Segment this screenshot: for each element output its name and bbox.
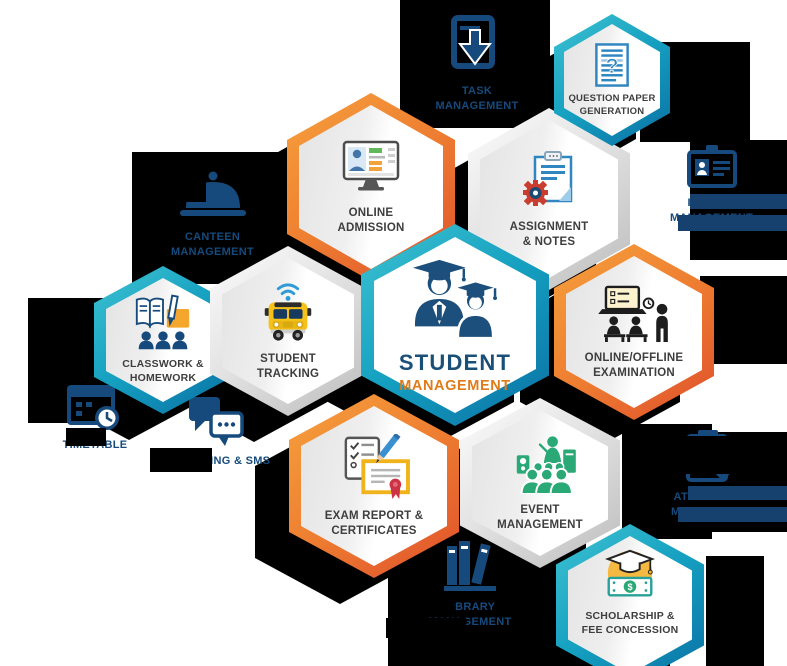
- examination-icon: [598, 285, 668, 342]
- shadow-artifact: [678, 507, 787, 522]
- shadow-artifact: [398, 596, 454, 616]
- shadow-blob: [706, 556, 764, 666]
- peripheral-messaging-sms: MESSAGING & SMS: [148, 394, 283, 469]
- peripheral-task-management: TASK MANAGEMENT: [410, 14, 544, 114]
- peripheral-label: TASK MANAGEMENT: [435, 85, 519, 112]
- timetable-icon: [67, 385, 119, 430]
- center-title-line2: MANAGEMENT: [399, 378, 511, 394]
- shadow-artifact: [150, 448, 212, 472]
- shadow-artifact: [66, 428, 106, 446]
- hex-label: ONLINE/OFFLINE EXAMINATION: [584, 351, 684, 379]
- hex-exam-report-certificates: EXAM REPORT & CERTIFICATES: [289, 394, 459, 578]
- hex-classwork-homework: CLASSWORK & HOMEWORK: [94, 266, 232, 414]
- shadow-artifact: [386, 618, 466, 638]
- library-books-icon: [444, 541, 496, 591]
- hex-student-tracking: STUDENT TRACKING: [210, 246, 366, 416]
- hex-label: CLASSWORK & HOMEWORK: [122, 358, 204, 384]
- admission-monitor-icon: [342, 140, 400, 191]
- hex-label: ASSIGNMENT & NOTES: [509, 220, 589, 248]
- shadow-blob: [700, 276, 787, 364]
- peripheral-id-card-management: ID CARD MANAGEMENT: [636, 144, 787, 226]
- center-title-line1: STUDENT: [398, 350, 512, 375]
- hex-student-management-center: STUDENT MANAGEMENT: [361, 224, 549, 426]
- shadow-artifact: [688, 486, 787, 500]
- hex-label: STUDENT TRACKING: [256, 352, 320, 380]
- clipboard-gear-icon: [523, 150, 573, 206]
- shadow-artifact: [148, 158, 206, 202]
- hex-scholarship-fee-concession: $ SCHOLARSHIP & FEE CONCESSION: [556, 524, 704, 666]
- school-bus-icon: [264, 282, 312, 341]
- hex-label: EXAM REPORT & CERTIFICATES: [324, 509, 424, 537]
- hex-label: SCHOLARSHIP & FEE CONCESSION: [581, 610, 679, 636]
- id-card-icon: [686, 145, 737, 188]
- certificate-icon: [344, 433, 410, 499]
- svg-text:$: $: [627, 582, 632, 592]
- shadow-artifact: [684, 436, 787, 474]
- task-icon: [451, 15, 495, 69]
- hex-assignment-notes: ASSIGNMENT & NOTES: [468, 108, 630, 290]
- hex-label: ONLINE ADMISSION: [337, 206, 405, 234]
- hex-label: QUESTION PAPER GENERATION: [568, 93, 656, 117]
- scholarship-icon: $: [604, 550, 656, 597]
- hex-online-offline-examination: ONLINE/OFFLINE EXAMINATION: [554, 244, 714, 420]
- hex-question-paper-generation: ? QUESTION PAPER GENERATION: [554, 14, 670, 146]
- hex-event-management: EVENT MANAGEMENT: [460, 398, 620, 568]
- svg-text:?: ?: [605, 54, 618, 78]
- hex-label: EVENT MANAGEMENT: [497, 503, 583, 531]
- peripheral-label: CANTEEN MANAGEMENT: [170, 231, 255, 258]
- shadow-artifact: [678, 215, 787, 231]
- question-document-icon: ?: [595, 43, 629, 87]
- graduates-icon: [413, 259, 501, 340]
- shadow-artifact: [690, 194, 787, 209]
- chat-bubbles-icon: [188, 397, 244, 446]
- hex-online-admission: ONLINE ADMISSION: [287, 93, 455, 281]
- event-people-icon: [516, 435, 576, 494]
- classwork-icon: [135, 294, 190, 350]
